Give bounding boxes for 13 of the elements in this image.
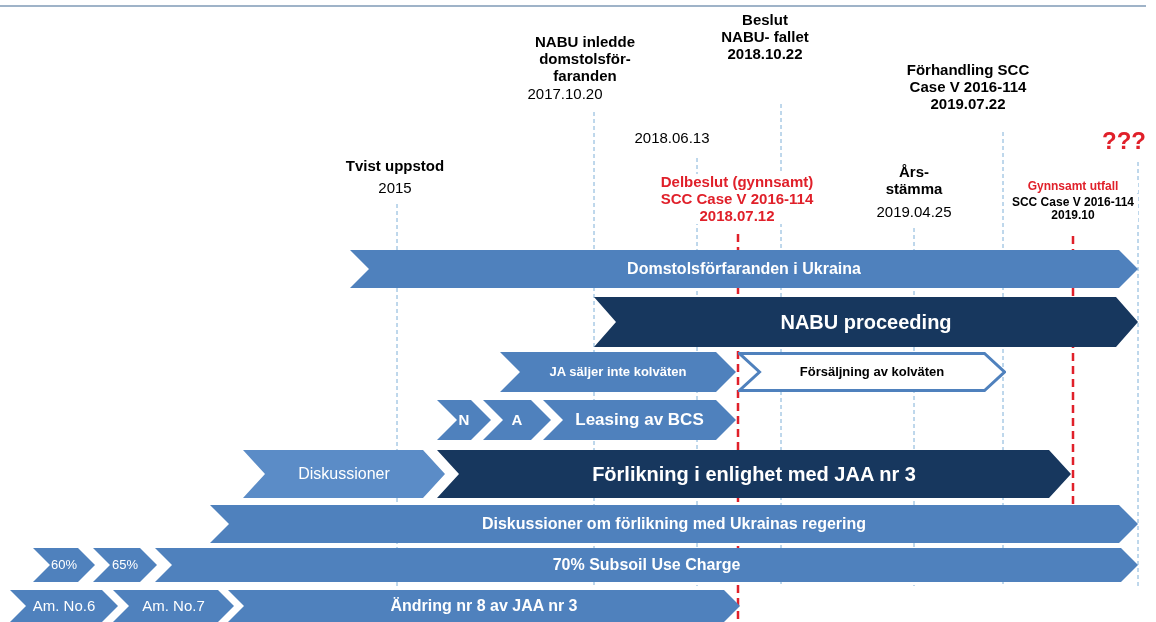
chevron-bar: Am. No.7 bbox=[113, 590, 234, 622]
chevron-bar: 65% bbox=[93, 548, 157, 582]
chevron-bar: Domstolsförfaranden i Ukraina bbox=[350, 250, 1138, 288]
chevron-bar: JA säljer inte kolväten bbox=[500, 352, 736, 392]
chevron-bar: NABU proceeding bbox=[594, 297, 1138, 347]
chevron-bar: Försäljning av kolväten bbox=[738, 352, 1006, 392]
chevron-bar: A bbox=[483, 400, 551, 440]
chevron-bar: Förlikning i enlighet med JAA nr 3 bbox=[437, 450, 1071, 498]
chevron-bar: N bbox=[437, 400, 491, 440]
chevron-bar: 60% bbox=[33, 548, 95, 582]
chevron-bar: Diskussioner bbox=[243, 450, 445, 498]
chevron-bar: Am. No.6 bbox=[10, 590, 118, 622]
chevron-bar: Diskussioner om förlikning med Ukrainas regering bbox=[210, 505, 1138, 543]
